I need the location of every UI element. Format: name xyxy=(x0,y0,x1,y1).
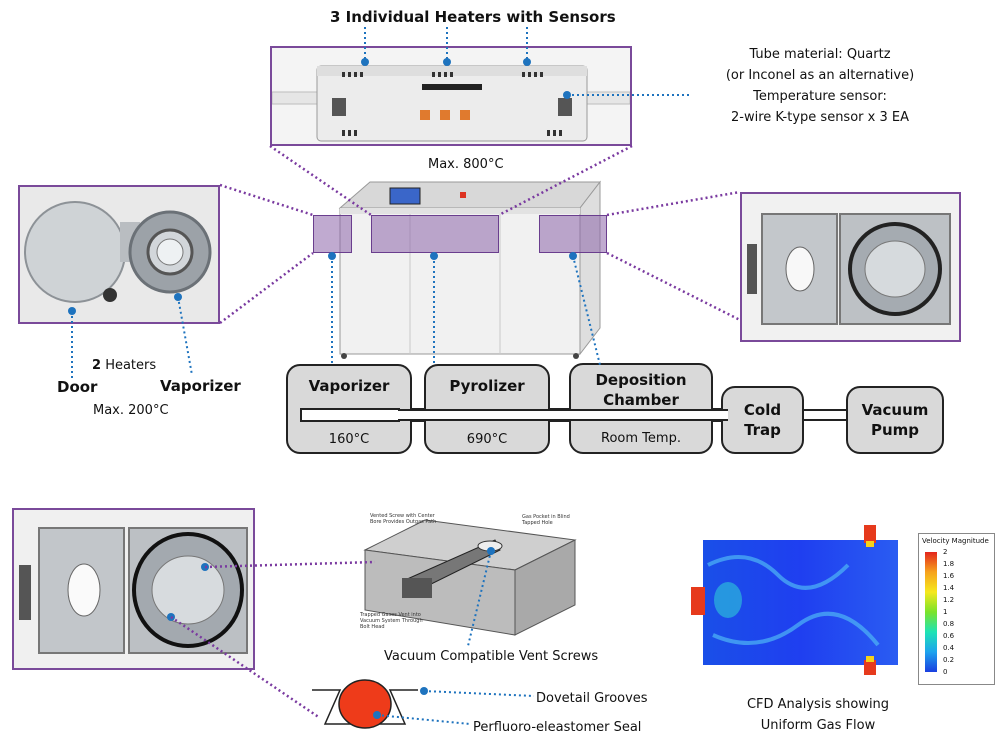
heater1-dot xyxy=(361,58,369,66)
vent-callout-bottom: Trapped Gases Vent into Vacuum System Th… xyxy=(360,612,423,630)
cfd-legend-tick: 0.8 xyxy=(943,620,955,628)
vent-screw-diagram xyxy=(340,510,600,640)
machine-chamber-dot xyxy=(569,252,577,260)
tube-info-line1: Tube material: Quartz xyxy=(749,47,891,62)
heaters-count: 2 xyxy=(92,358,102,373)
stage-deposition-name: Deposition Chamber xyxy=(595,371,687,409)
cfd-legend-tick: 1.2 xyxy=(943,596,955,604)
heater2-dot xyxy=(443,58,451,66)
heater3-dot xyxy=(523,58,531,66)
vent-callout-left: Vented Screw with Center Bore Provides O… xyxy=(370,513,437,525)
vent-screw-caption: Vacuum Compatible Vent Screws xyxy=(384,649,599,664)
cfd-caption: CFD Analysis showing Uniform Gas Flow xyxy=(738,694,898,736)
tube-info: Tube material: Quartz (or Inconel as an … xyxy=(700,44,940,128)
heaters-count-label: 2 Heaters xyxy=(92,357,156,374)
dovetail-label: Dovetail Grooves xyxy=(536,691,648,706)
stage-vacuum-pump-name: Vacuum Pump xyxy=(861,401,929,439)
link-coldtrap-pump xyxy=(804,409,846,421)
vent-callout-right: Gas Pocket in Blind Tapped Hole xyxy=(522,514,570,526)
tube-info-line2: (or Inconel as an alternative) xyxy=(725,68,915,83)
stage-cold-trap-name: Cold Trap xyxy=(743,401,782,439)
cfd-legend-tick: 2 xyxy=(943,548,948,556)
tube-info-line3: Temperature sensor: xyxy=(753,89,887,104)
vaporizer-max: Max. 200°C xyxy=(93,403,169,418)
vaporizer-photo xyxy=(18,185,220,324)
door-label: Door xyxy=(57,378,98,396)
vaporizer-highlight xyxy=(313,215,352,253)
cfd-legend-colorbar xyxy=(925,552,937,672)
cfd-legend-ticks: 2 1.8 1.6 1.4 1.2 1 0.8 0.6 0.4 0.2 0 xyxy=(943,548,983,678)
tube-info-line4: 2-wire K-type sensor x 3 EA xyxy=(731,110,909,125)
stage-pyrolizer-temp: 690°C xyxy=(466,432,508,447)
cfd-legend-tick: 1.6 xyxy=(943,572,955,580)
stage-deposition-temp: Room Temp. xyxy=(601,431,681,446)
cfd-legend-tick: 0.2 xyxy=(943,656,955,664)
cfd-plot xyxy=(688,525,913,675)
pyrolizer-inner-tube xyxy=(398,409,728,421)
cfd-legend-tick: 0.4 xyxy=(943,644,955,652)
pyrolizer-highlight xyxy=(371,215,499,253)
stage-vaporizer-temp: 160°C xyxy=(328,432,370,447)
heater-photo xyxy=(270,46,632,146)
stage-pyrolizer-name: Pyrolizer xyxy=(449,377,525,395)
heaters-title: 3 Individual Heaters with Sensors xyxy=(330,8,616,26)
heaters-word: Heaters xyxy=(105,358,157,373)
vaporizer-photo-label: Vaporizer xyxy=(160,377,241,395)
cfd-legend-tick: 0 xyxy=(943,668,948,676)
cfd-legend-title: Velocity Magnitude xyxy=(922,537,989,545)
seal-photo xyxy=(12,508,255,670)
cfd-legend-tick: 1.8 xyxy=(943,560,955,568)
cfd-caption-line2: Uniform Gas Flow xyxy=(760,718,876,733)
cfd-legend-tick: 1 xyxy=(943,608,948,616)
stage-vaporizer-name: Vaporizer xyxy=(308,377,390,395)
seal-label: Perfluoro-eleastomer Seal xyxy=(473,720,642,735)
cfd-legend: Velocity Magnitude 2 1.8 1.6 1.4 1.2 1 0.8 0.6 0… xyxy=(918,533,995,685)
cfd-legend-tick: 0.6 xyxy=(943,632,955,640)
cfd-legend-tick: 1.4 xyxy=(943,584,955,592)
stage-cold-trap: Cold Trap xyxy=(721,386,804,454)
stage-deposition: Deposition Chamber Room Temp. xyxy=(569,363,713,454)
chamber-photo xyxy=(740,192,961,342)
pyrolizer-max: Max. 800°C xyxy=(428,157,504,172)
cfd-caption-line1: CFD Analysis showing xyxy=(746,697,890,712)
stage-vacuum-pump: Vacuum Pump xyxy=(846,386,944,454)
